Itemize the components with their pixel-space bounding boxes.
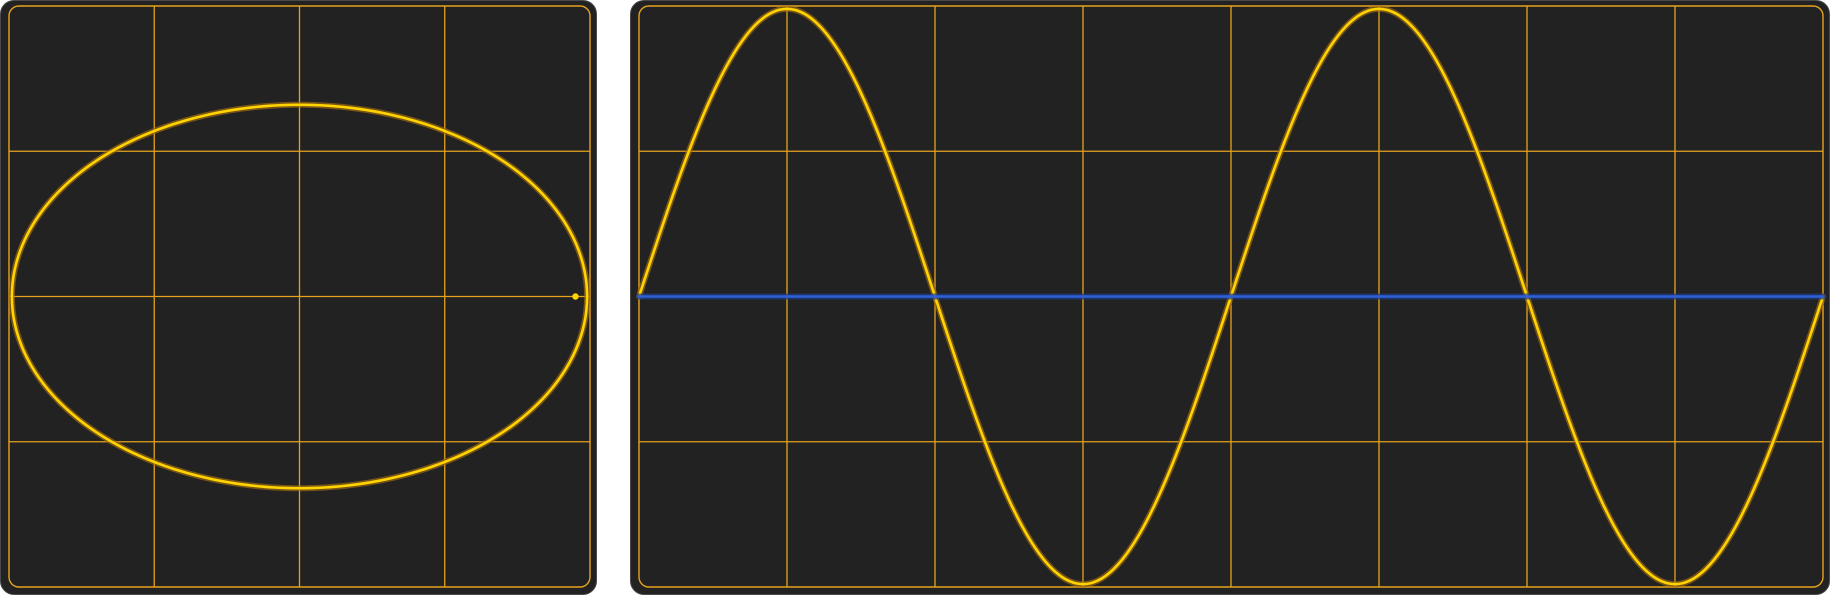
xy-series-0-trace <box>10 103 589 490</box>
xy-marker-point <box>572 293 579 300</box>
yt-plot-svg <box>636 5 1826 588</box>
xy-scope-panel <box>0 0 597 595</box>
xy-plot-svg <box>8 5 591 588</box>
yt-scope-panel <box>630 0 1830 595</box>
